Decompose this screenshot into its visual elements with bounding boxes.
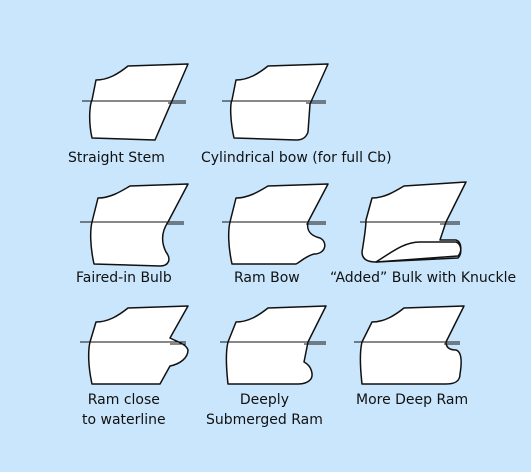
label-more-deep-ram: More Deep Ram xyxy=(356,392,469,408)
label-straight-stem: Straight Stem xyxy=(68,150,165,166)
label-added-bulk: “Added” Bulk with Knuckle xyxy=(330,270,517,286)
label-deep-ram-line2: Submerged Ram xyxy=(206,412,323,428)
label-deep-ram: Deeply Submerged Ram xyxy=(206,390,323,430)
label-cylindrical-bow: Cylindrical bow (for full Cb) xyxy=(201,150,392,166)
deep-ram-drawing xyxy=(220,305,327,385)
more-deep-ram-drawing xyxy=(354,305,465,385)
ram-close-drawing xyxy=(80,305,189,385)
label-ram-close-line1: Ram close xyxy=(87,392,160,408)
added-bulk-drawing xyxy=(360,181,467,263)
straight-stem-drawing xyxy=(82,63,189,141)
label-faired-in-bulb: Faired-in Bulb xyxy=(76,270,172,286)
label-deep-ram-line1: Deeply xyxy=(239,392,289,408)
label-ram-close-line2: to waterline xyxy=(82,412,166,428)
faired-in-bulb-drawing xyxy=(80,183,189,267)
cylindrical-bow-drawing xyxy=(222,63,329,141)
label-ram-close: Ram close to waterline xyxy=(82,390,166,430)
ram-bow-drawing xyxy=(222,183,329,265)
label-ram-bow: Ram Bow xyxy=(234,270,300,286)
